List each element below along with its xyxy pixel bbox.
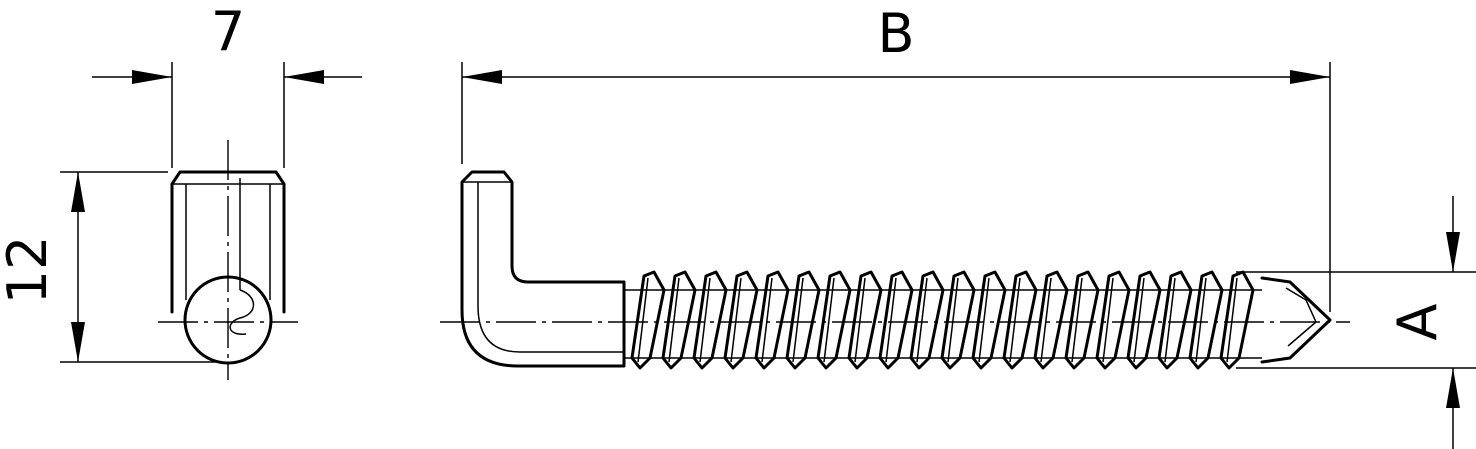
height-arrow-bottom <box>71 322 85 362</box>
length-dimension-label: B <box>877 2 914 65</box>
thread-helix-line <box>1009 277 1021 363</box>
thread-crest <box>785 270 821 370</box>
width-arrow-right <box>284 70 324 84</box>
thread-crest <box>940 270 976 370</box>
end-view: 7 12 <box>0 0 362 380</box>
thread-crest <box>1157 270 1193 370</box>
diameter-dimension-label: A <box>1386 303 1449 340</box>
thread-crest <box>1002 270 1038 370</box>
width-dimension-label: 7 <box>211 0 245 63</box>
thread-crest <box>971 270 1007 370</box>
thread-helix-line <box>885 277 897 363</box>
end-view-thread-start-curve <box>229 289 255 335</box>
thread-helix-line <box>668 277 680 363</box>
thread-helix-line <box>1040 277 1052 363</box>
thread-helix-line <box>792 277 804 363</box>
thread-crest <box>1126 270 1162 370</box>
height-arrow-top <box>71 172 85 212</box>
thread-crest <box>1064 270 1100 370</box>
hook-inner-bend-line <box>477 182 624 353</box>
length-arrow-right <box>1290 70 1330 84</box>
thread-helix-line <box>823 277 835 363</box>
thread-crest <box>661 270 697 370</box>
diameter-arrow-top <box>1446 232 1460 272</box>
thread-helix-line <box>761 277 773 363</box>
thread-crest <box>878 270 914 370</box>
thread-helix-line <box>947 277 959 363</box>
width-arrow-left <box>132 70 172 84</box>
thread-crest <box>692 270 728 370</box>
thread-helix-line <box>978 277 990 363</box>
thread-helix-line <box>699 277 711 363</box>
thread-crest <box>723 270 759 370</box>
diameter-arrow-bottom <box>1446 368 1460 408</box>
screw-point-outline <box>1260 276 1332 364</box>
thread-helix-line <box>1226 277 1238 363</box>
thread-helix-line <box>730 277 742 363</box>
thread-helix-line <box>1071 277 1083 363</box>
thread-helix-line <box>1133 277 1145 363</box>
thread-helix-line <box>1164 277 1176 363</box>
thread-helix-line <box>916 277 928 363</box>
thread-crests <box>630 270 1255 370</box>
thread-crest <box>754 270 790 370</box>
thread-helix-line <box>1102 277 1114 363</box>
thread-crest <box>1095 270 1131 370</box>
side-view: B A <box>440 2 1476 449</box>
thread-crest <box>847 270 883 370</box>
thread-crest <box>1033 270 1069 370</box>
length-arrow-left <box>462 70 502 84</box>
thread-crest <box>630 270 666 370</box>
height-dimension-label: 12 <box>0 236 59 305</box>
thread-crest <box>816 270 852 370</box>
thread-helix-line <box>1195 277 1207 363</box>
thread-crest <box>1188 270 1224 370</box>
thread-helix-line <box>854 277 866 363</box>
thread-crest <box>1219 270 1255 370</box>
thread-helix-line <box>637 277 649 363</box>
thread-crest <box>909 270 945 370</box>
